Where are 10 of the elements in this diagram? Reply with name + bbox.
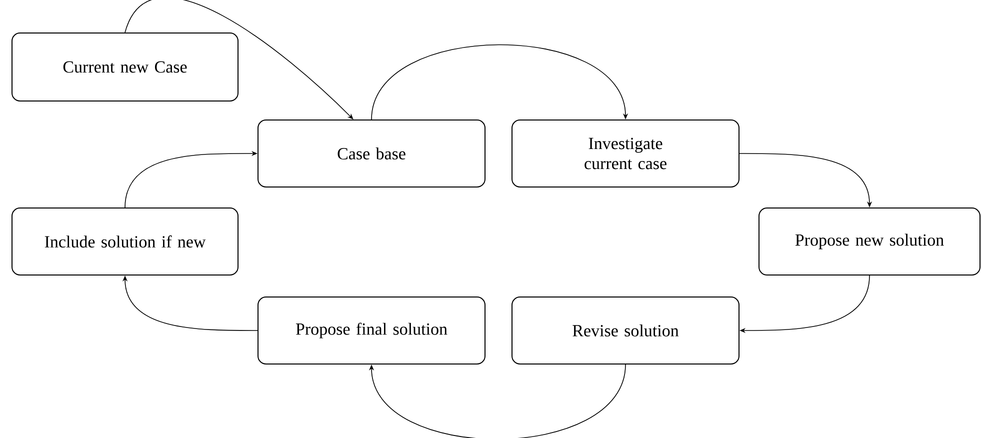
process-box: Propose final solution [258, 296, 486, 364]
process-box: Investigate current case [512, 120, 740, 188]
arrow [368, 364, 626, 438]
arrow [371, 44, 628, 120]
process-box: Case base [258, 120, 486, 188]
process-box: Revise solution [512, 296, 740, 364]
arrow [124, 0, 354, 120]
process-box: Propose new solution [758, 208, 980, 276]
process-box: Current new Case [12, 32, 238, 102]
process-box: Include solution if new [12, 208, 238, 276]
